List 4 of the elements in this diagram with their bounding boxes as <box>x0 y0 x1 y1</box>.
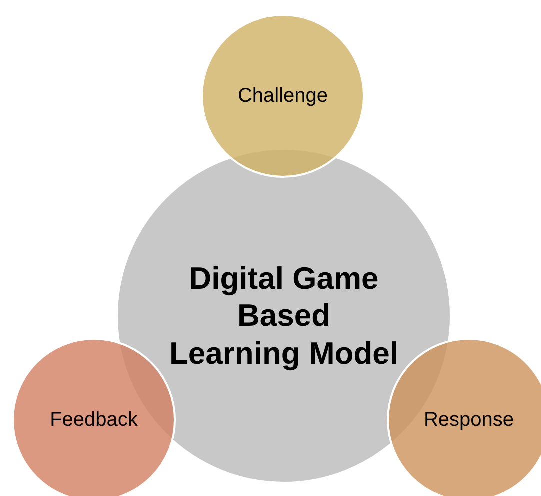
center-title: Digital Game Based Learning Model <box>169 260 399 372</box>
circle-label: Feedback <box>50 408 138 432</box>
circle-label: Response <box>424 408 514 432</box>
circle-label: Challenge <box>238 84 328 108</box>
